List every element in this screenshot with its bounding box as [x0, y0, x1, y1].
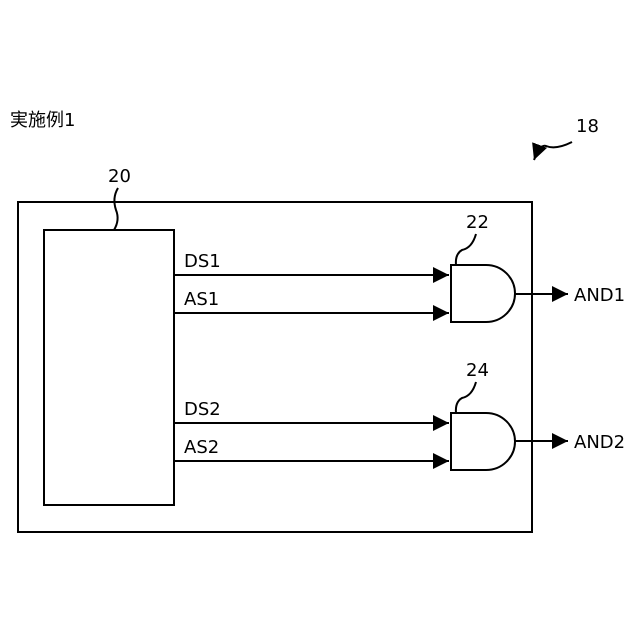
ref-18-arrow: [534, 142, 572, 160]
device-outline: [18, 202, 532, 532]
as1-label: AS1: [184, 289, 219, 310]
ref-22-leader: [456, 234, 476, 265]
and-gate-24: [451, 413, 515, 470]
ref-24-leader: [456, 382, 476, 413]
and-gate-22: [451, 265, 515, 322]
ds2-label: DS2: [184, 399, 221, 420]
ref-22-label: 22: [466, 212, 489, 233]
embodiment-title: 実施例1: [10, 110, 75, 131]
and1-label: AND1: [574, 285, 625, 306]
ref-20-leader: [114, 188, 118, 230]
ref-20-label: 20: [108, 166, 131, 187]
as2-label: AS2: [184, 437, 219, 458]
signal-source-block: [44, 230, 174, 505]
ref-18-label: 18: [576, 116, 599, 137]
ds1-label: DS1: [184, 251, 221, 272]
and2-label: AND2: [574, 432, 625, 453]
ref-24-label: 24: [466, 360, 489, 381]
